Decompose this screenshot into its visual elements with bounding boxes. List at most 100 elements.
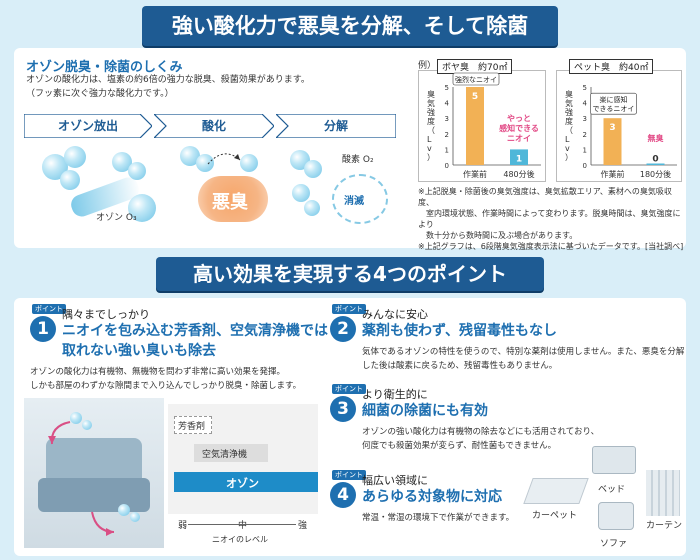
point-desc: した後は酸素に戻るため、残留毒性もありません。 — [362, 361, 558, 371]
bar-value-label: 0 — [652, 155, 658, 165]
bar-value-label: 1 — [516, 154, 522, 164]
ozone-molecule-icon — [128, 194, 156, 222]
step-label: 分解 — [323, 119, 348, 133]
ozone-illustration: オゾン O₃ 悪臭 酸素 O₂ 消滅 — [20, 140, 410, 236]
annotation-text: 感知できる — [499, 123, 539, 133]
ozone-molecule-icon — [304, 160, 322, 178]
axis-tick: 中 — [238, 521, 248, 531]
ozone-molecule-icon — [70, 412, 82, 424]
y-tick-label: 5 — [583, 84, 587, 92]
bed-image — [592, 446, 636, 474]
points-banner: 高い効果を実現する4つのポイント — [156, 257, 544, 291]
annotation-text: やっと — [507, 113, 531, 123]
vanish-burst — [332, 174, 388, 224]
y-tick-label: 0 — [583, 162, 587, 170]
ozone-molecule-icon — [304, 200, 320, 216]
y-tick-label: 4 — [583, 100, 588, 108]
chart-title: ペット臭 約40㎡ — [569, 59, 654, 74]
ozone-label: オゾン O₃ — [96, 213, 137, 223]
axis-tick: 弱 — [178, 521, 188, 531]
arrow-icon — [48, 421, 71, 445]
ozone-section-title: オゾン脱臭・除菌のしくみ — [26, 60, 183, 75]
ozone-desc-line1: オゾンの酸化力は、塩素の約6倍の強力な脱臭、殺菌効果があります。 — [26, 75, 310, 85]
level-bar-ozone — [174, 472, 318, 492]
room-illustration — [24, 398, 164, 548]
point-tag: ポイント — [332, 304, 366, 314]
curtain-image — [646, 470, 680, 516]
step-oxidation: 酸化 — [154, 114, 274, 138]
callout-text: 楽に感知 — [600, 95, 628, 104]
carpet-image — [523, 478, 589, 504]
point-desc: 気体であるオゾンの特性を使うので、特別な薬剤は使用しません。また、悪臭を分解 — [362, 347, 685, 357]
point-number-badge: 4 — [330, 482, 356, 508]
malodor-cloud — [198, 176, 268, 222]
object-label: ソファ — [600, 539, 628, 549]
point-desc: しかも部屋のわずかな隙間まで入り込んでしっかり脱臭・除菌します。 — [30, 381, 302, 391]
point-desc: オゾンの強い酸化力は有機物の除去などにも活用されており、 — [362, 427, 600, 437]
point-tag: ポイント — [332, 384, 366, 394]
chart-note-line: 室内環境状態、作業時間によって変わります。脱臭時間は、臭気強度により — [418, 209, 681, 229]
point-number-badge: 2 — [330, 316, 356, 342]
axis-tick: 強 — [298, 521, 308, 531]
bar — [603, 118, 622, 165]
callout-box — [452, 72, 500, 86]
ozone-molecule-icon — [82, 420, 92, 430]
annotation-text: 無臭 — [648, 133, 664, 143]
point-subtitle: みんなに安心 — [362, 308, 428, 321]
level-label: 芳香剤 — [178, 422, 206, 432]
sofa-small-image — [598, 502, 634, 530]
bar-value-label: 5 — [472, 92, 478, 102]
ozone-molecule-icon — [180, 146, 200, 166]
point-tag: ポイント — [332, 470, 366, 480]
x-tick-label: 480分後 — [503, 169, 534, 179]
point-subtitle: より衛生的に — [362, 388, 428, 401]
axis-label: ニオイのレベル — [212, 535, 268, 544]
x-tick-label: 180分後 — [640, 169, 671, 179]
point-heading: 取れない強い臭いも除去 — [62, 343, 216, 359]
ozone-molecule-icon — [240, 154, 258, 172]
point-desc: 何度でも殺菌効果が変らず、耐性菌もできません。 — [362, 441, 557, 451]
point-tag: ポイント — [32, 304, 66, 314]
bar-value-label: 3 — [609, 123, 615, 133]
x-tick-label: 作業前 — [463, 169, 487, 179]
malodor-label: 悪臭 — [212, 192, 248, 213]
chart-note-line: ※上記脱臭・除菌後の臭気強度は、臭気拡散エリア、素材への臭気吸収度、 — [418, 187, 672, 207]
step-ozone-release: オゾン放出 — [24, 114, 152, 138]
object-label: カーテン — [646, 521, 683, 531]
y-tick-label: 0 — [445, 162, 449, 170]
step-label: オゾン放出 — [57, 119, 118, 133]
ozone-desc-line2: （フッ素に次ぐ強力な酸化力です。） — [26, 89, 174, 99]
ozone-molecule-icon — [130, 512, 140, 522]
y-tick-label: 2 — [583, 131, 587, 139]
ozone-molecule-icon — [60, 170, 80, 190]
point-heading: ニオイを包み込む芳香剤、空気清浄機では — [62, 323, 328, 339]
callout-text: できるニオイ — [593, 105, 635, 113]
ozone-molecule-icon — [196, 154, 214, 172]
axis-line — [188, 524, 296, 525]
odor-level-chart: 芳香剤 空気清浄機 オゾン — [168, 404, 318, 514]
point-subtitle: 幅広い領域に — [362, 474, 428, 487]
top-banner: 強い酸化力で悪臭を分解、そして除菌 — [142, 6, 558, 46]
level-bar-fragrance — [174, 416, 212, 434]
y-tick-label: 4 — [445, 100, 450, 108]
example-label: 例） — [418, 61, 437, 71]
ozone-molecule-icon — [112, 152, 132, 172]
y-tick-label: 3 — [445, 115, 449, 123]
object-label: ベッド — [598, 485, 626, 495]
sofa-seat — [38, 478, 150, 512]
chart-notes: ※上記脱臭・除菌後の臭気強度は、臭気拡散エリア、素材への臭気吸収度、 室内環境状… — [418, 186, 686, 252]
chart-note-line: ※上記グラフは、6段階臭気強度表示法に基づいたデータです。[当社調べ] — [418, 242, 684, 251]
chevron-shape — [154, 114, 274, 138]
vanish-label: 消滅 — [344, 196, 364, 207]
chevron-shape — [276, 114, 396, 138]
dashed-arrow-icon — [207, 153, 241, 165]
point-subtitle: 隅々までしっかり — [62, 308, 150, 321]
level-label: 空気清浄機 — [202, 450, 248, 460]
ozone-molecule-icon — [118, 504, 130, 516]
